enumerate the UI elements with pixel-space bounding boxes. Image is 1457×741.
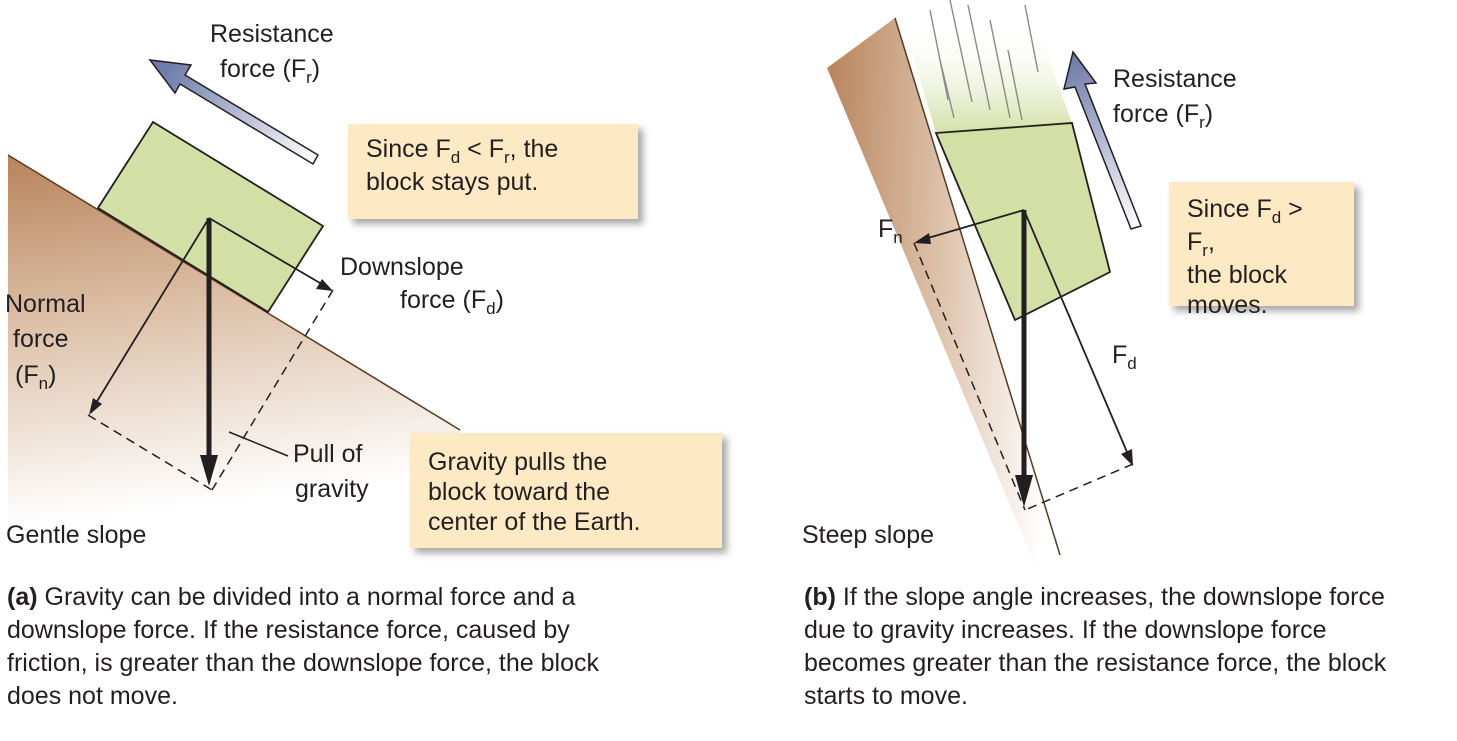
- dashed-line-a1: [87, 414, 213, 491]
- steep-slope-label: Steep slope: [802, 521, 934, 549]
- panel-a: Resistance force (Fr) Downslope force (F…: [5, 20, 504, 549]
- note-gravity-pulls: Gravity pulls the block toward the cente…: [410, 433, 722, 548]
- normal-force-arrow-a: [95, 217, 210, 404]
- steep-slope-surface: [894, 17, 1061, 556]
- gravity-head-b: [1015, 475, 1033, 507]
- downslope-force-head-a: [316, 279, 333, 291]
- dashed-line-b1: [913, 242, 1026, 511]
- downslope-force-arrow-b: [1023, 209, 1128, 453]
- downslope-force-head-b: [1121, 449, 1133, 466]
- gentle-slope-label: Gentle slope: [6, 521, 146, 549]
- resistance-arrow-b: [1062, 50, 1142, 230]
- normal-force-head-a: [89, 398, 102, 415]
- normal-label-a-line1: Normal: [5, 290, 86, 318]
- gravity-label-a-line1: Pull of: [293, 440, 363, 468]
- normal-force-arrow-b: [927, 209, 1025, 239]
- downslope-force-arrow-a: [208, 217, 321, 284]
- caption-b: (b) If the slope angle increases, the do…: [804, 583, 1387, 710]
- note-block-moves: Since Fd > Fr, the block moves.: [1169, 182, 1354, 319]
- resistance-label-b-line1: Resistance: [1113, 65, 1237, 93]
- normal-force-head-b: [914, 233, 931, 244]
- dashed-line-a2: [211, 289, 334, 491]
- resistance-label-a-line1: Resistance: [210, 20, 334, 48]
- gravity-leader-a: [228, 431, 289, 457]
- fd-label-b: Fd: [1112, 341, 1137, 373]
- note-block-stays-put: Since Fd < Fr, the block stays put.: [348, 124, 638, 219]
- steep-slope-ground: [827, 18, 1060, 572]
- normal-label-a-line3: (Fn): [15, 361, 56, 393]
- caption-a: (a) Gravity can be divided into a normal…: [7, 583, 599, 710]
- downslope-label-a-line2: force (Fd): [400, 286, 504, 318]
- normal-label-a-line2: force: [13, 325, 69, 353]
- resistance-label-b-line2: force (Fr): [1113, 100, 1213, 132]
- resistance-label-a-line2: force (Fr): [220, 55, 320, 87]
- gravity-label-a-line2: gravity: [295, 475, 369, 503]
- panel-b: Resistance force (Fr) Fn Fd Steep slope: [802, 0, 1237, 572]
- resistance-arrow-a: [148, 59, 320, 166]
- gravity-head-a: [200, 455, 218, 486]
- fn-label-b: Fn: [878, 215, 903, 247]
- downslope-label-a-line1: Downslope: [340, 253, 464, 281]
- motion-trail: [902, 20, 1072, 133]
- gentle-slope-ground: [8, 155, 460, 520]
- dashed-line-b2: [1024, 463, 1134, 511]
- gentle-slope-surface: [7, 154, 461, 431]
- motion-lines: [929, 0, 1039, 121]
